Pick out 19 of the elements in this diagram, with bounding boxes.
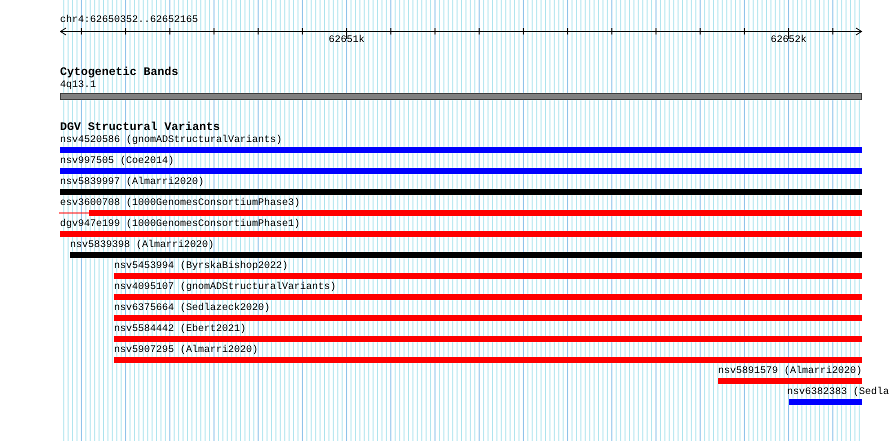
variant-label: nsv6375664 (Sedlazeck2020) — [114, 303, 270, 314]
variant-label: nsv997505 (Coe2014) — [60, 156, 174, 167]
variant-label: nsv4095107 (gnomADStructuralVariants) — [114, 282, 336, 293]
variant-label: nsv5839997 (Almarri2020) — [60, 177, 204, 188]
variant-label: nsv4520586 (gnomADStructuralVariants) — [60, 135, 282, 146]
variant-label: nsv5907295 (Almarri2020) — [114, 345, 258, 356]
variant-label: nsv5891579 (Almarri2020) — [718, 366, 862, 377]
track-title: Cytogenetic Bands — [60, 66, 178, 79]
variant-label: dgv947e199 (1000GenomesConsortiumPhase1) — [60, 219, 300, 230]
tick-label: 62651k — [328, 35, 365, 46]
variant-label: nsv5453994 (ByrskaBishop2022) — [114, 261, 288, 272]
variant-label: nsv5584442 (Ebert2021) — [114, 324, 246, 335]
tick-label: 62652k — [770, 35, 807, 46]
variant-label: nsv6382383 (Sedla — [787, 387, 890, 398]
variant-label: nsv5839398 (Almarri2020) — [70, 240, 214, 251]
band-label: 4q13.1 — [60, 80, 96, 91]
variant-label: esv3600708 (1000GenomesConsortiumPhase3) — [60, 198, 300, 209]
track-title: DGV Structural Variants — [60, 121, 220, 134]
location-label: chr4:62650352..62652165 — [60, 15, 198, 26]
